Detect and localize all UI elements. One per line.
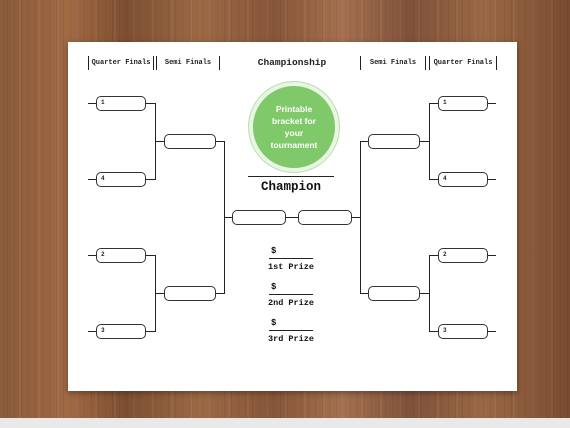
right-quarter-finals-header: Quarter Finals <box>429 56 497 70</box>
right-semi-finals-header: Semi Finals <box>360 56 426 70</box>
championship-header: Championship <box>257 57 327 68</box>
seed-label: 2 <box>101 251 105 258</box>
seed-label: 1 <box>443 99 447 106</box>
connector <box>146 103 155 104</box>
prize-blank-1[interactable] <box>269 258 313 259</box>
connector <box>488 179 496 180</box>
right-quarter-slot-1[interactable]: 1 <box>438 96 488 111</box>
connector <box>488 103 496 104</box>
connector <box>216 293 224 294</box>
connector <box>155 293 164 294</box>
connector <box>88 331 96 332</box>
connector <box>429 255 430 332</box>
connector <box>146 255 155 256</box>
left-semi-finals-header: Semi Finals <box>156 56 220 70</box>
right-semi-slot-bottom[interactable] <box>368 286 420 301</box>
seed-label: 3 <box>101 327 105 334</box>
connector <box>88 103 96 104</box>
prize-dollar-1: $ <box>271 246 277 256</box>
connector <box>352 217 360 218</box>
seed-label: 3 <box>443 327 447 334</box>
connector <box>224 217 232 218</box>
connector <box>420 293 429 294</box>
final-slot-right[interactable] <box>298 210 352 225</box>
right-semi-slot-top[interactable] <box>368 134 420 149</box>
prize-label-1: 1st Prize <box>268 262 314 272</box>
champion-label: Champion <box>248 176 334 194</box>
left-quarter-slot-3[interactable]: 3 <box>96 324 146 339</box>
prize-label-3: 3rd Prize <box>268 334 314 344</box>
connector <box>429 179 438 180</box>
connector <box>429 103 430 180</box>
connector <box>488 331 496 332</box>
connector <box>360 141 368 142</box>
final-slot-left[interactable] <box>232 210 286 225</box>
connector <box>488 255 496 256</box>
seed-label: 4 <box>101 175 105 182</box>
connector <box>420 141 429 142</box>
connector <box>429 331 438 332</box>
connector <box>360 293 368 294</box>
connector <box>88 179 96 180</box>
bottom-strip <box>0 418 570 428</box>
seed-label: 1 <box>101 99 105 106</box>
left-quarter-slot-4[interactable]: 4 <box>96 172 146 187</box>
connector <box>429 255 438 256</box>
connector <box>286 217 298 218</box>
badge-text: Printable bracket for your tournament <box>270 104 318 150</box>
connector <box>429 103 438 104</box>
prize-blank-2[interactable] <box>269 294 313 295</box>
prize-label-2: 2nd Prize <box>268 298 314 308</box>
left-semi-slot-top[interactable] <box>164 134 216 149</box>
connector <box>360 141 361 294</box>
prize-dollar-2: $ <box>271 282 277 292</box>
connector <box>88 255 96 256</box>
prize-blank-3[interactable] <box>269 330 313 331</box>
right-quarter-slot-4[interactable]: 4 <box>438 172 488 187</box>
printable-badge: Printable bracket for your tournament <box>249 82 339 172</box>
left-quarter-slot-2[interactable]: 2 <box>96 248 146 263</box>
connector <box>155 141 164 142</box>
left-quarter-finals-header: Quarter Finals <box>88 56 154 70</box>
bracket-sheet: Quarter Finals Semi Finals Championship … <box>68 42 517 391</box>
seed-label: 4 <box>443 175 447 182</box>
left-quarter-slot-1[interactable]: 1 <box>96 96 146 111</box>
right-quarter-slot-2[interactable]: 2 <box>438 248 488 263</box>
left-semi-slot-bottom[interactable] <box>164 286 216 301</box>
seed-label: 2 <box>443 251 447 258</box>
connector <box>146 179 155 180</box>
connector <box>216 141 224 142</box>
connector <box>146 331 155 332</box>
right-quarter-slot-3[interactable]: 3 <box>438 324 488 339</box>
prize-dollar-3: $ <box>271 318 277 328</box>
